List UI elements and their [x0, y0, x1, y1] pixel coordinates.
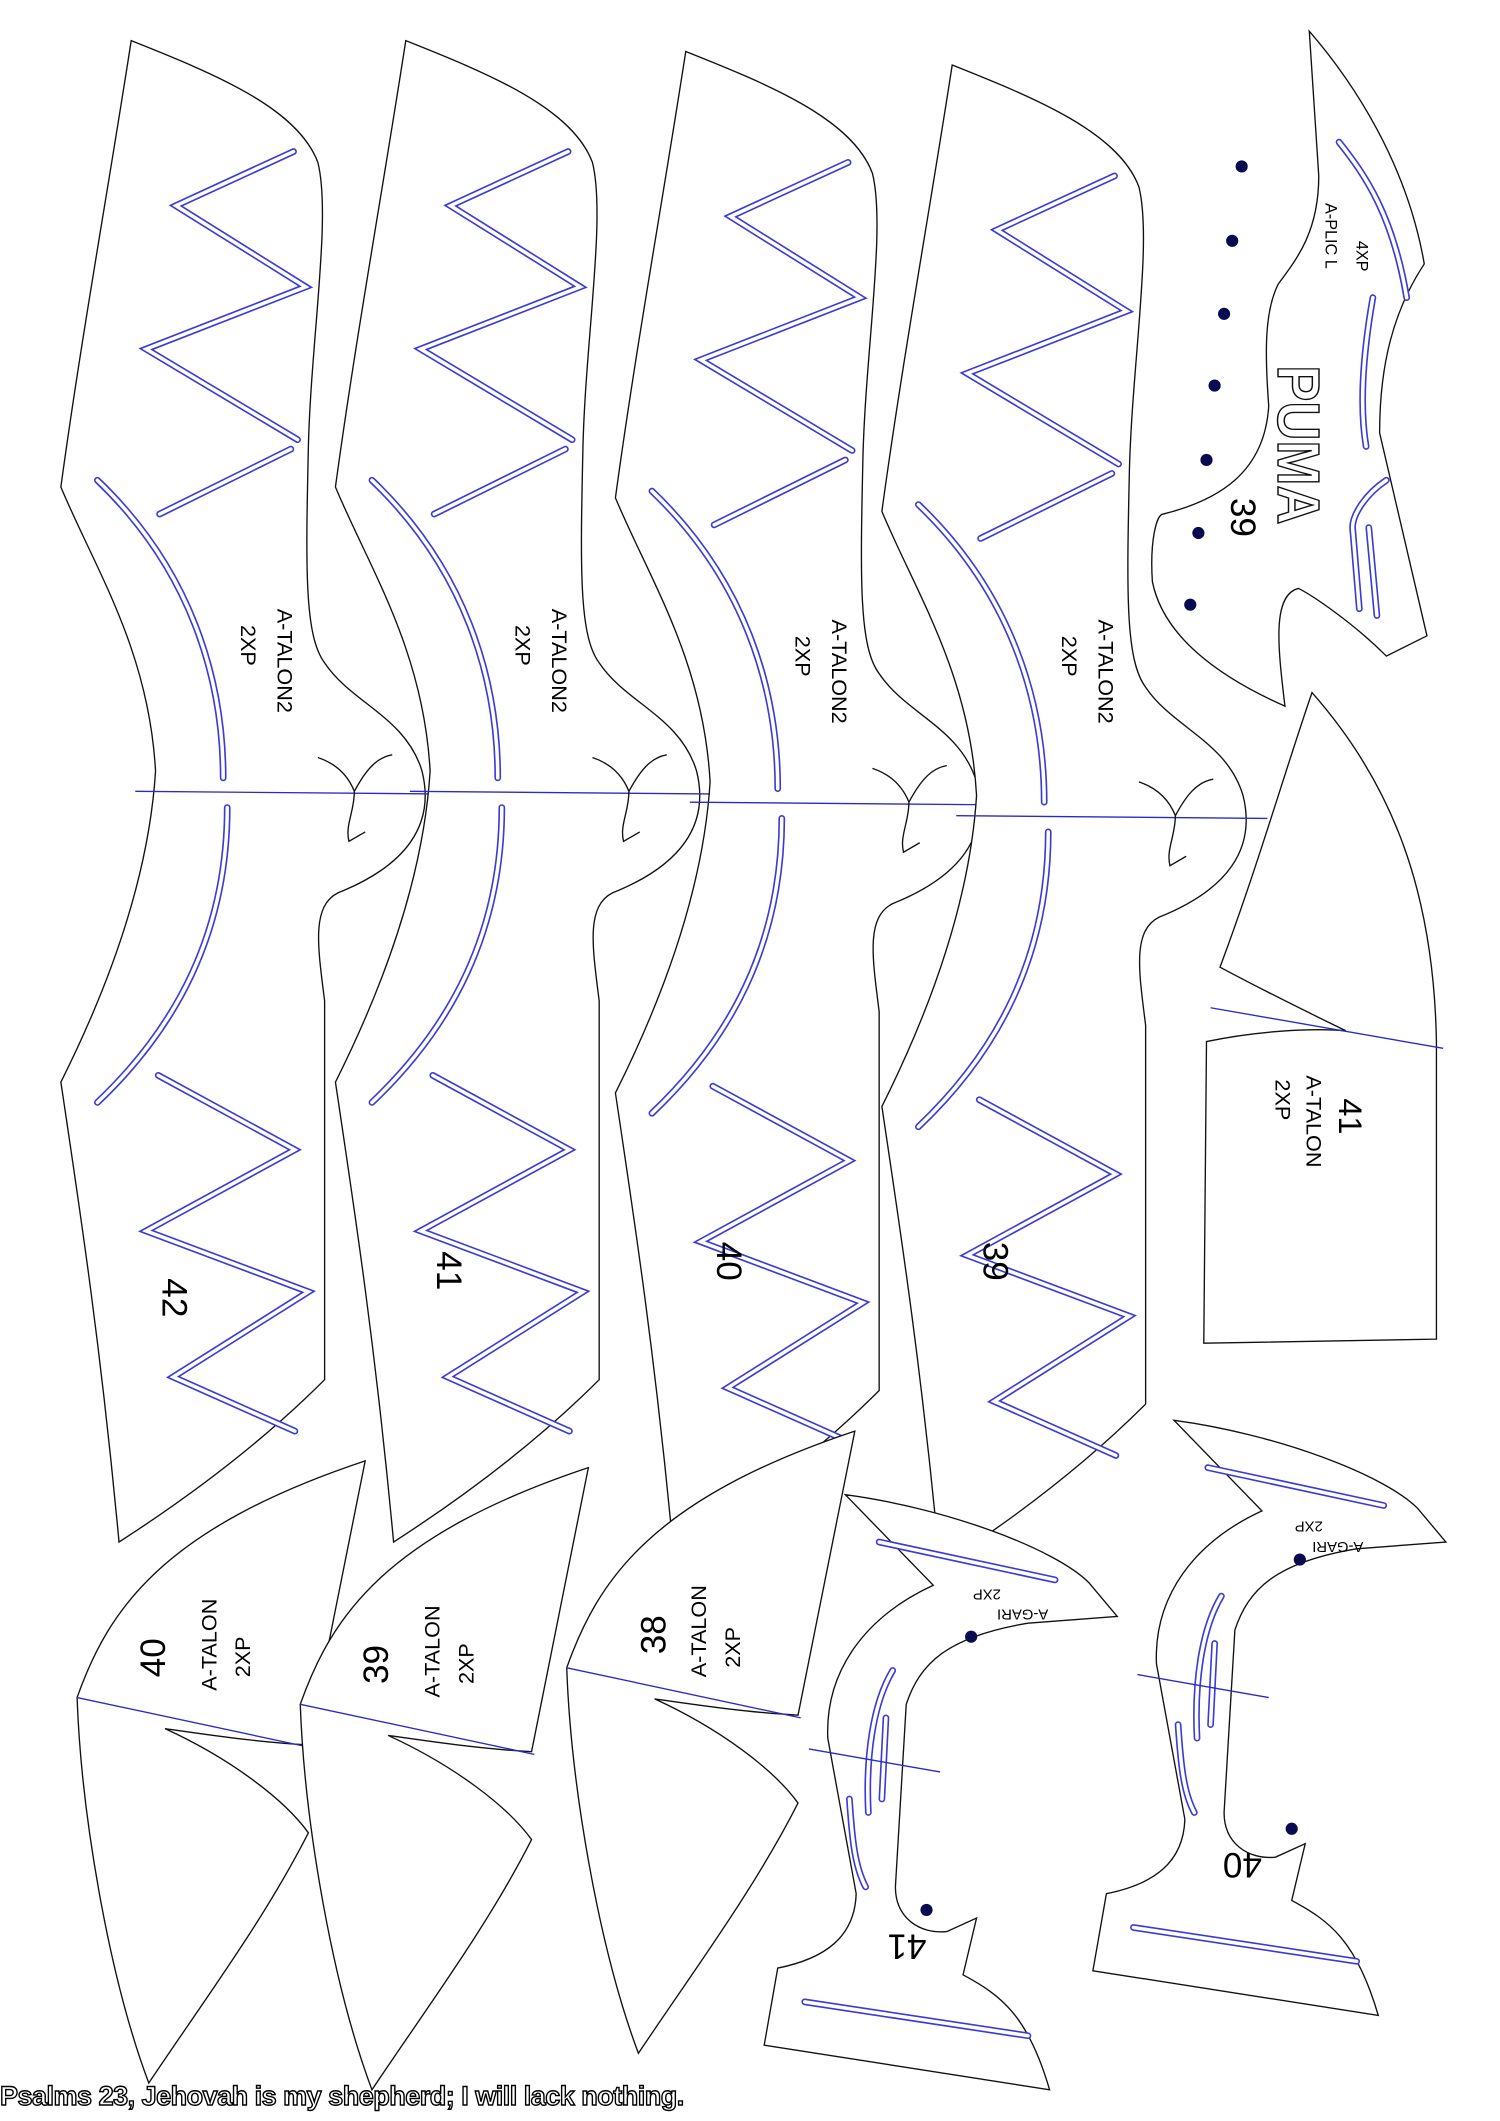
piece-size: 40 — [134, 1638, 173, 1677]
talon-bottom-piece-40: 40 A-TALON 2XP — [76, 1460, 366, 2084]
alignment-dots — [1184, 160, 1248, 611]
piece-name: A-TALON — [1302, 1075, 1327, 1167]
piece-size: 42 — [154, 1278, 193, 1317]
piece-size: 39 — [975, 1242, 1014, 1281]
talon2-piece-42: A-TALON2 2XP 42 — [61, 41, 446, 1542]
talon2-piece-39: A-TALON2 2XP 39 — [882, 65, 1267, 1566]
piece-size: 40 — [709, 1242, 748, 1281]
piece-size: 39 — [357, 1645, 396, 1684]
piece-name: A-TALON2 — [547, 609, 572, 713]
piece-name: A-TALON2 — [272, 609, 297, 713]
talon-bottom-piece-39: 39 A-TALON 2XP — [299, 1466, 590, 2091]
caption: Psalms 23, Jehovah is my shepherd; I wil… — [0, 2080, 685, 2111]
gari-piece-41: A-GARI 2XP 41 — [764, 1495, 1117, 2090]
alignment-dot — [920, 1903, 933, 1917]
alignment-dot — [965, 1630, 978, 1643]
piece-size: 40 — [1223, 1845, 1262, 1884]
piece-name: A-TALON2 — [827, 620, 852, 724]
piece-name: A-TALON — [420, 1605, 445, 1697]
piece-name: A-TALON — [686, 1585, 711, 1677]
piece-name: A-GARI — [997, 1606, 1048, 1622]
talon2-piece-41: A-TALON2 2XP 41 — [335, 41, 720, 1542]
piece-qty: 2XP — [510, 625, 535, 666]
piece-qty: 2XP — [720, 1627, 745, 1668]
talon2-piece-40: A-TALON2 2XP 40 — [615, 51, 1000, 1552]
piece-size: 39 — [1223, 498, 1262, 537]
piece-qty: 2XP — [1270, 1079, 1295, 1120]
piece-size: 41 — [429, 1251, 468, 1290]
aplic-piece: A-PLIC L 4XP PUMA 39 — [1151, 29, 1428, 708]
piece-name: A-TALON — [196, 1599, 221, 1691]
piece-qty: 2XP — [230, 1636, 255, 1677]
talon-right-piece-41: 41 A-TALON 2XP — [1203, 691, 1444, 1344]
piece-size: 41 — [887, 1926, 926, 1965]
piece-name: A-TALON2 — [1093, 620, 1118, 724]
piece-qty: 2XP — [790, 636, 815, 677]
puma-logo: PUMA — [1265, 365, 1331, 524]
alignment-dot — [1285, 1822, 1298, 1835]
piece-qty: 2XP — [1057, 636, 1082, 677]
talon-bottom-piece-38: 38 A-TALON 2XP — [566, 1430, 856, 2054]
piece-qty: 2XP — [453, 1643, 478, 1684]
piece-qty: 4XP — [1353, 241, 1371, 272]
piece-name: A-GARI — [1312, 1538, 1363, 1554]
piece-name: A-PLIC L — [1322, 203, 1340, 269]
piece-size: 41 — [1332, 1098, 1368, 1134]
piece-size: 38 — [634, 1615, 673, 1654]
piece-qty: 2XP — [973, 1585, 1001, 1601]
gari-piece-40: A-GARI 2XP 40 — [1093, 1420, 1446, 2015]
piece-qty: 2XP — [236, 625, 261, 666]
piece-qty: 2XP — [1295, 1518, 1323, 1534]
alignment-dot — [1293, 1553, 1306, 1566]
